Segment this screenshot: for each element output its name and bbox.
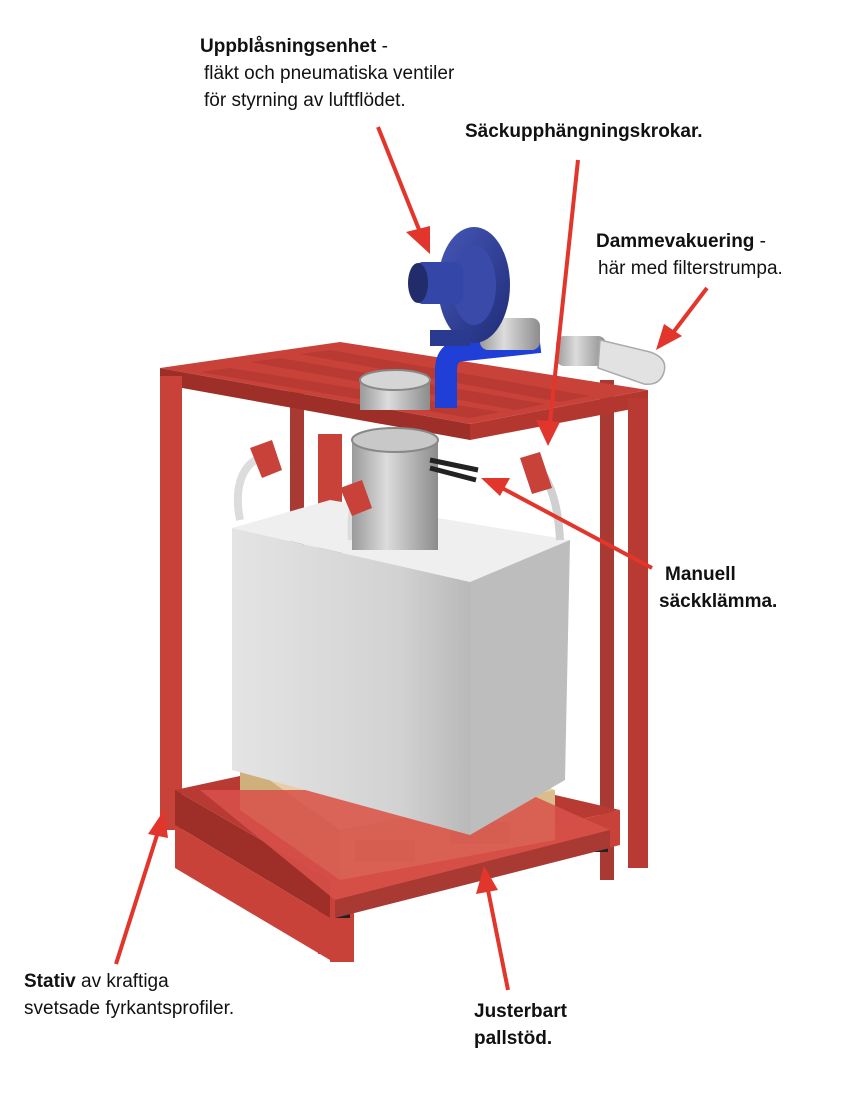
label-bag-hooks-title: Säckupphängningskrokar.: [465, 121, 703, 142]
label-pallet-support-line2: pallstöd.: [474, 1028, 552, 1049]
label-inflation-unit-line3: för styrning av luftflödet.: [200, 90, 406, 111]
label-bag-clamp-line2: säckklämma.: [659, 591, 777, 612]
label-inflation-unit-line2: fläkt och pneumatiska ventiler: [200, 63, 454, 84]
label-frame: Stativ av kraftiga svetsade fyrkantsprof…: [24, 968, 234, 1022]
label-dust-evacuation-title: Dammevakuering: [596, 231, 754, 252]
label-inflation-unit-title: Uppblåsningsenhet: [200, 36, 376, 57]
label-inflation-unit-suffix: -: [376, 36, 388, 57]
label-dust-evacuation-line2: här med filterstrumpa.: [596, 258, 783, 279]
label-frame-title: Stativ: [24, 971, 76, 992]
label-pallet-support: Justerbart pallstöd.: [474, 998, 567, 1052]
label-frame-line2: svetsade fyrkantsprofiler.: [24, 998, 234, 1019]
label-inflation-unit: Uppblåsningsenhet - fläkt och pneumatisk…: [200, 33, 454, 114]
label-bag-clamp: Manuell säckklämma.: [659, 561, 777, 615]
label-dust-evacuation: Dammevakuering - här med filterstrumpa.: [596, 228, 783, 282]
label-dust-evacuation-suffix: -: [754, 231, 766, 252]
label-bag-hooks: Säckupphängningskrokar.: [465, 118, 703, 145]
label-bag-clamp-line1: Manuell: [659, 564, 736, 585]
label-pallet-support-line1: Justerbart: [474, 1001, 567, 1022]
label-frame-suffix: av kraftiga: [76, 971, 169, 992]
